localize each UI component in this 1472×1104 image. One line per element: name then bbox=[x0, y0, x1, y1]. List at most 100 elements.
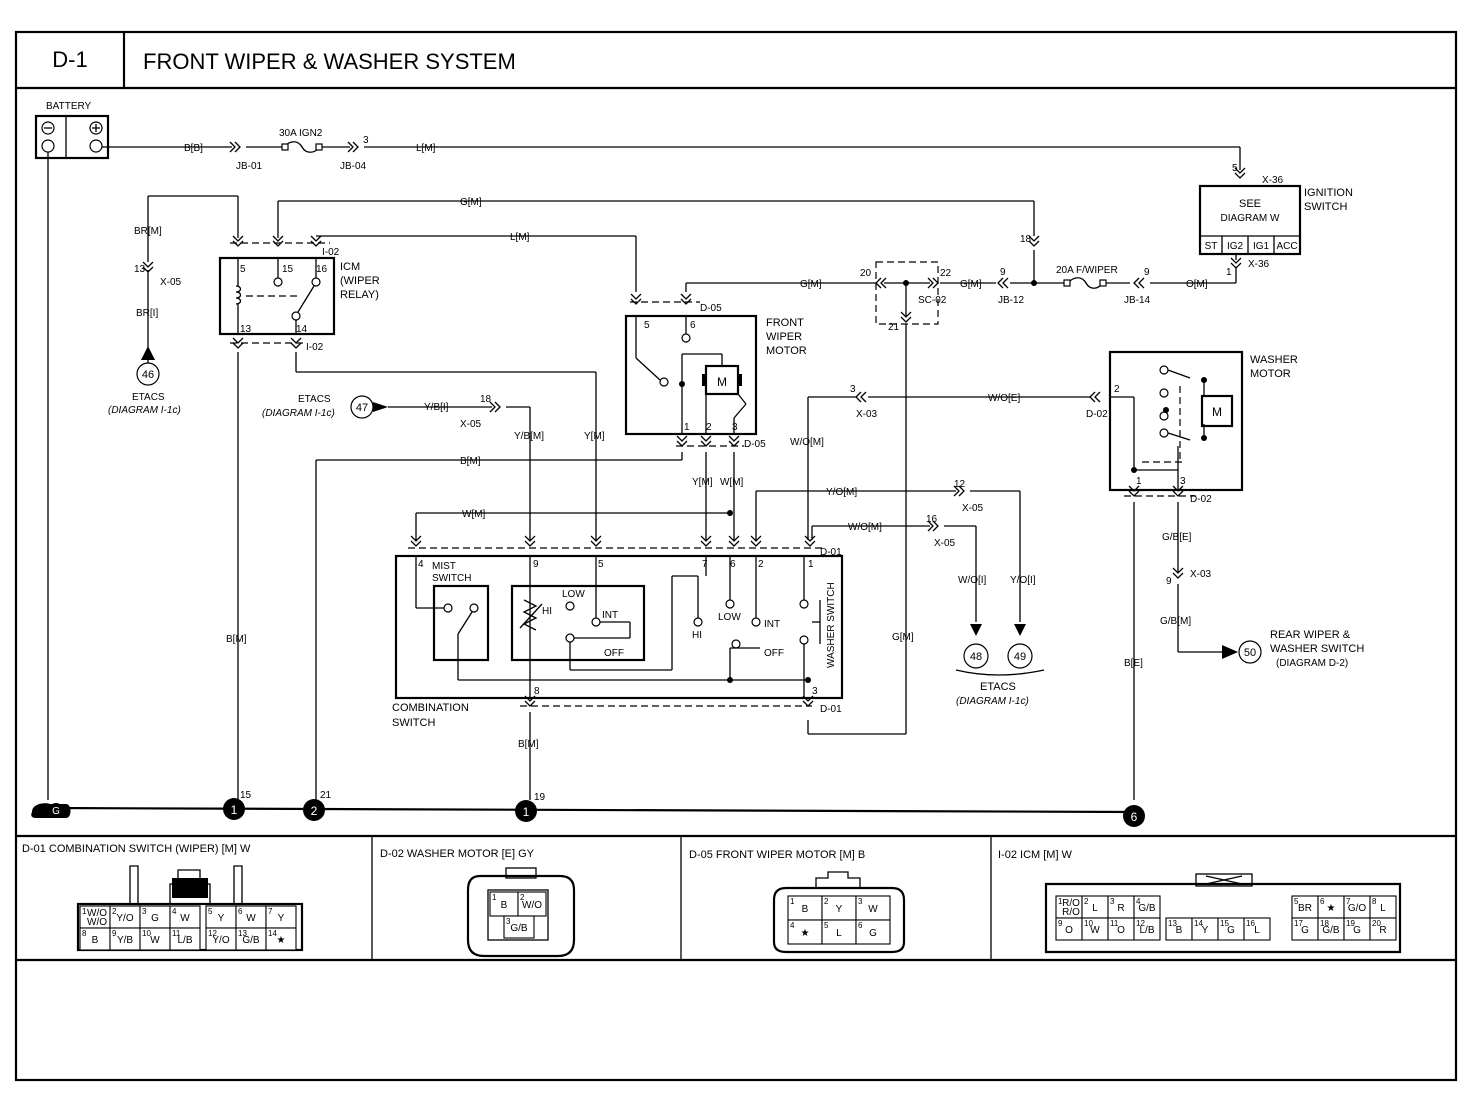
pin-i02-6: 6★ bbox=[1317, 895, 1345, 919]
svg-text:14: 14 bbox=[268, 929, 277, 938]
svg-text:R/O: R/O bbox=[1062, 898, 1080, 909]
svg-text:W[M]: W[M] bbox=[720, 477, 744, 488]
svg-text:D-05: D-05 bbox=[700, 303, 722, 314]
svg-text:6: 6 bbox=[730, 559, 736, 570]
svg-text:B[E]: B[E] bbox=[1124, 658, 1143, 669]
svg-text:3: 3 bbox=[858, 897, 863, 906]
pin-d02-1: 1B bbox=[489, 891, 519, 917]
svg-text:MIST: MIST bbox=[432, 561, 456, 572]
svg-text:INT: INT bbox=[764, 619, 780, 630]
svg-text:21: 21 bbox=[888, 322, 900, 333]
svg-text:G/B: G/B bbox=[1138, 903, 1156, 914]
svg-text:B: B bbox=[1176, 925, 1183, 936]
svg-text:5: 5 bbox=[824, 921, 829, 930]
svg-text:49: 49 bbox=[1014, 651, 1026, 663]
svg-text:9: 9 bbox=[1144, 267, 1150, 278]
ground-point-2: 2 21 bbox=[303, 790, 332, 821]
svg-text:JB-04: JB-04 bbox=[340, 161, 367, 172]
svg-text:LOW: LOW bbox=[718, 612, 741, 623]
svg-text:Y: Y bbox=[836, 904, 843, 915]
svg-text:SWITCH: SWITCH bbox=[432, 573, 471, 584]
etacs-ref-48-49: 48 49 ETACS (DIAGRAM I-1c) bbox=[955, 624, 1045, 707]
pin-d01-5: 5Y bbox=[205, 905, 237, 929]
pin-i02-7: 7G/O bbox=[1343, 895, 1371, 919]
svg-text:12: 12 bbox=[954, 479, 966, 490]
svg-text:★: ★ bbox=[1327, 903, 1336, 914]
etacs-ref-47: ETACS (DIAGRAM I-1c) 47 bbox=[262, 394, 388, 419]
svg-text:B[B]: B[B] bbox=[184, 143, 203, 154]
svg-text:G: G bbox=[151, 913, 159, 924]
page-frame bbox=[14, 30, 1458, 1082]
svg-text:D-01: D-01 bbox=[820, 704, 842, 715]
ground-symbol: G bbox=[31, 803, 71, 818]
svg-text:3: 3 bbox=[850, 384, 856, 395]
svg-text:W/O[I]: W/O[I] bbox=[958, 575, 987, 586]
svg-text:B: B bbox=[92, 935, 99, 946]
svg-text:8: 8 bbox=[82, 929, 87, 938]
svg-text:M: M bbox=[1212, 405, 1222, 419]
ignition-switch: SEE DIAGRAM W ST IG2 IG1 ACC IGNITION SW… bbox=[1198, 184, 1353, 256]
svg-text:20: 20 bbox=[1372, 919, 1381, 928]
svg-text:16: 16 bbox=[316, 264, 328, 275]
svg-text:5: 5 bbox=[1232, 163, 1238, 174]
page-title: FRONT WIPER & WASHER SYSTEM bbox=[143, 49, 516, 74]
svg-text:HI: HI bbox=[542, 606, 552, 617]
pin-d05-2: 2Y bbox=[821, 895, 857, 921]
svg-text:IG1: IG1 bbox=[1253, 241, 1270, 252]
svg-text:X-36: X-36 bbox=[1262, 175, 1284, 186]
svg-text:W/O[M]: W/O[M] bbox=[848, 522, 882, 533]
svg-text:L/B: L/B bbox=[1139, 925, 1154, 936]
svg-text:IGNITION: IGNITION bbox=[1304, 187, 1353, 199]
svg-text:G: G bbox=[52, 806, 60, 817]
ground-point-1b: 1 19 bbox=[515, 792, 546, 822]
svg-text:G: G bbox=[1353, 925, 1361, 936]
svg-text:Y: Y bbox=[218, 913, 225, 924]
svg-text:17: 17 bbox=[1294, 919, 1303, 928]
svg-text:Y[M]: Y[M] bbox=[584, 431, 605, 442]
svg-text:4: 4 bbox=[790, 921, 795, 930]
svg-text:HI: HI bbox=[692, 630, 702, 641]
svg-text:IG2: IG2 bbox=[1227, 241, 1244, 252]
svg-text:INT: INT bbox=[602, 610, 618, 621]
svg-text:W/O[E]: W/O[E] bbox=[988, 393, 1020, 404]
svg-text:ST: ST bbox=[1205, 241, 1218, 252]
svg-text:OFF: OFF bbox=[604, 648, 624, 659]
ground-point-6: 6 bbox=[1123, 805, 1145, 827]
ground-point-1a: 1 15 bbox=[223, 790, 252, 820]
pin-d01-11: 11L/B bbox=[169, 927, 201, 951]
fuse-30a: 30A IGN2 bbox=[279, 128, 323, 153]
svg-text:46: 46 bbox=[142, 369, 154, 381]
fuse-20a: 20A F/WIPER bbox=[1056, 265, 1118, 289]
svg-text:X-05: X-05 bbox=[160, 277, 182, 288]
splice-sc02: 20 22 21 SC-02 bbox=[860, 261, 952, 333]
pin-d01-9: 9Y/B bbox=[109, 927, 141, 951]
svg-text:G/B[M]: G/B[M] bbox=[1160, 616, 1191, 627]
svg-text:L: L bbox=[1380, 903, 1386, 914]
svg-text:12: 12 bbox=[1136, 919, 1145, 928]
svg-text:2: 2 bbox=[311, 804, 318, 818]
pin-i02-19: 19G bbox=[1343, 917, 1371, 941]
svg-text:13: 13 bbox=[1168, 919, 1177, 928]
svg-text:B[M]: B[M] bbox=[226, 634, 247, 645]
svg-text:9: 9 bbox=[533, 559, 539, 570]
svg-text:D-05: D-05 bbox=[744, 439, 766, 450]
svg-text:W: W bbox=[150, 935, 160, 946]
svg-text:18: 18 bbox=[1020, 234, 1032, 245]
svg-text:R: R bbox=[1379, 925, 1386, 936]
pin-d02-3: 3G/B bbox=[503, 915, 535, 939]
svg-text:6: 6 bbox=[1320, 897, 1325, 906]
pin-i02-2: 2L bbox=[1081, 895, 1109, 919]
svg-text:20A F/WIPER: 20A F/WIPER bbox=[1056, 265, 1118, 276]
svg-text:G/B: G/B bbox=[242, 935, 260, 946]
svg-text:G[M]: G[M] bbox=[960, 279, 982, 290]
svg-text:G/B: G/B bbox=[1322, 925, 1340, 936]
pin-d01-2: 2Y/O bbox=[109, 905, 141, 929]
pin-d01-3: 3G bbox=[139, 905, 171, 929]
svg-text:1: 1 bbox=[1226, 267, 1232, 278]
svg-text:13: 13 bbox=[240, 324, 252, 335]
svg-text:5: 5 bbox=[598, 559, 604, 570]
svg-text:W/O: W/O bbox=[87, 908, 107, 919]
